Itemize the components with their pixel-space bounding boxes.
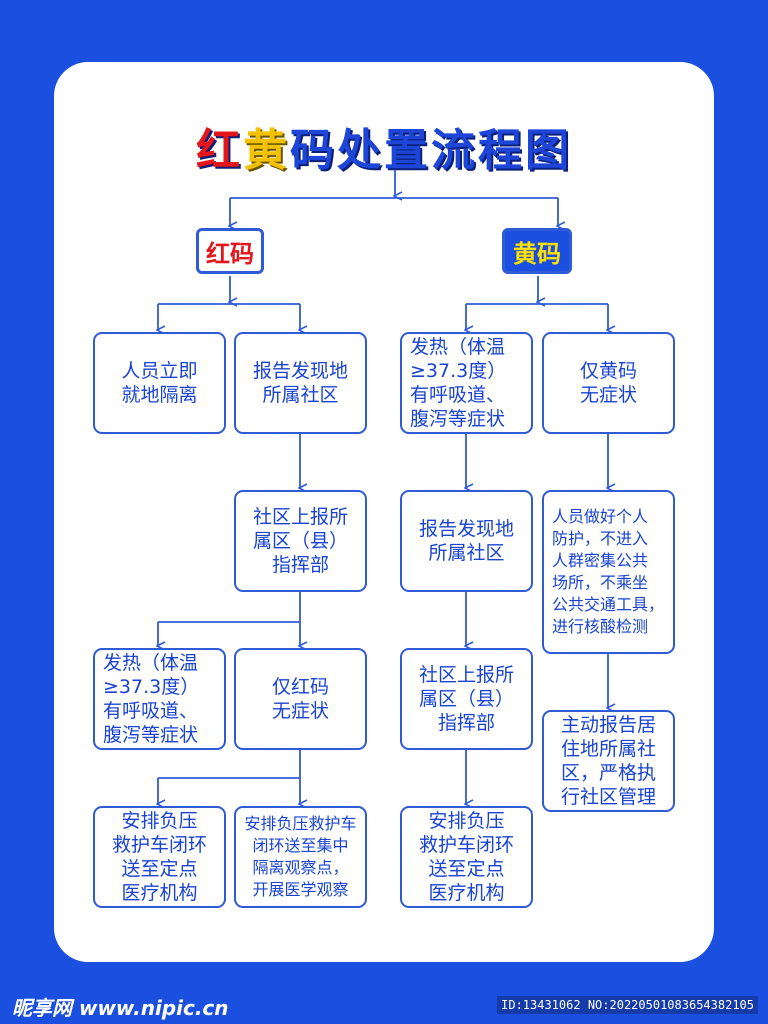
title-yellow-part: 黄 (243, 125, 290, 176)
red-code-label: 红码 (196, 228, 264, 274)
yellow-report-box: 报告发现地 所属社区 (400, 490, 533, 592)
yellow-no-symptom-box: 仅黄码 无症状 (542, 332, 675, 434)
red-observe-box: 安排负压救护车 闭环送至集中 隔离观察点， 开展医学观察 (234, 806, 367, 908)
yellow-fever-box: 发热（体温 ≥37.3度） 有呼吸道、 腹泻等症状 (400, 332, 533, 434)
title-red-part: 红 (196, 125, 243, 176)
red-ambulance-box: 安排负压 救护车闭环 送至定点 医疗机构 (93, 806, 226, 908)
red-fever-box: 发热（体温 ≥37.3度） 有呼吸道、 腹泻等症状 (93, 648, 226, 750)
yellow-protect-box: 人员做好个人 防护，不进入 人群密集公共 场所，不乘坐 公共交通工具， 进行核酸… (542, 490, 675, 654)
title-rest: 码处置流程图 (290, 125, 572, 176)
red-isolate-box: 人员立即 就地隔离 (93, 332, 226, 434)
yellow-code-label: 黄码 (502, 228, 572, 274)
page-title: 红黄码处置流程图 (0, 114, 768, 178)
yellow-self-report-box: 主动报告居 住地所属社 区，严格执 行社区管理 (542, 710, 675, 812)
yellow-ambulance-box: 安排负压 救护车闭环 送至定点 医疗机构 (400, 806, 533, 908)
site-logo: 昵享网 www.nipic.cn (12, 996, 229, 1020)
red-command-box: 社区上报所 属区（县） 指挥部 (234, 490, 367, 592)
image-id-text: ID:13431062 NO:20220501083654382105 (497, 996, 758, 1014)
yellow-command-box: 社区上报所 属区（县） 指挥部 (400, 648, 533, 750)
red-report-box: 报告发现地 所属社区 (234, 332, 367, 434)
red-no-symptom-box: 仅红码 无症状 (234, 648, 367, 750)
